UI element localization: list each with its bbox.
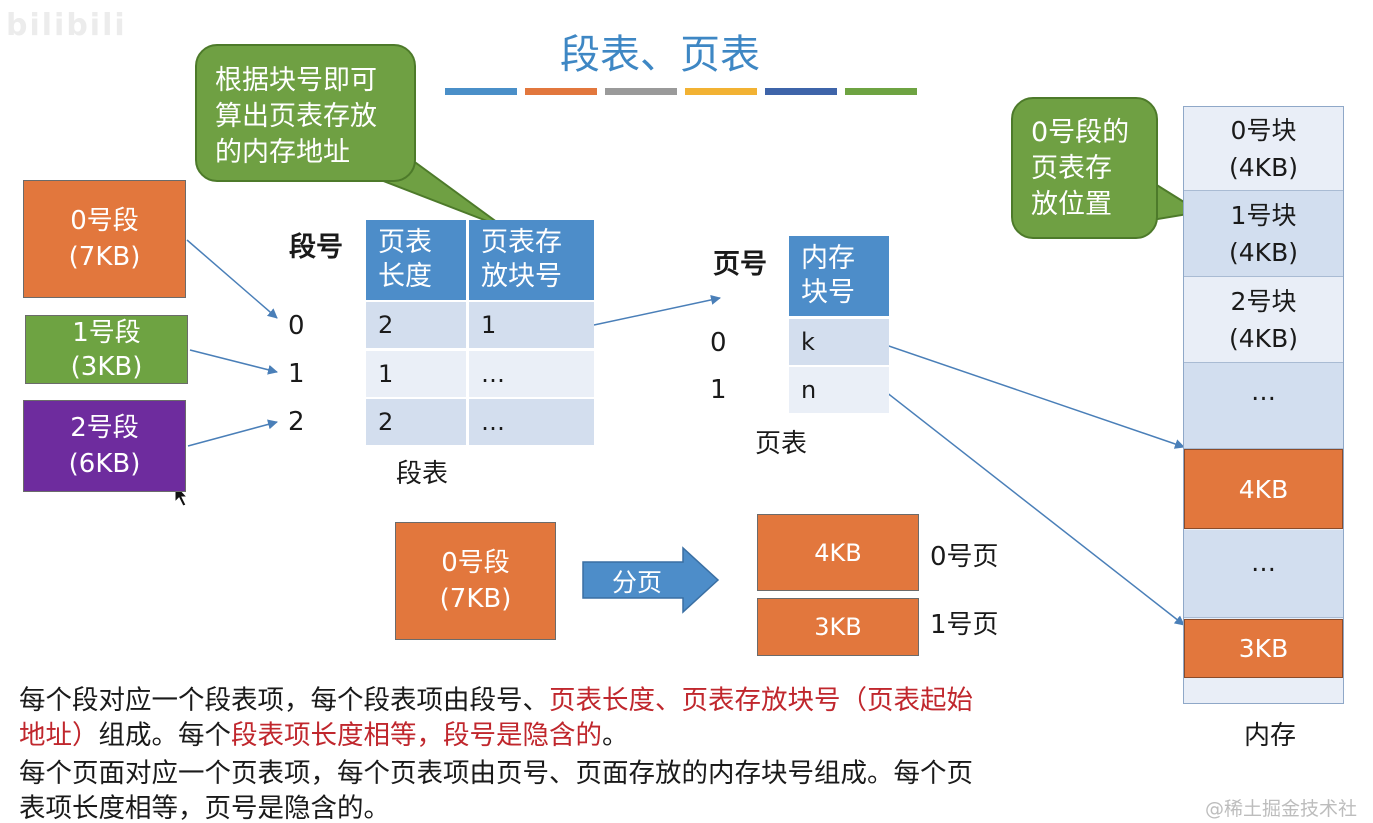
text-highlight: 地址） xyxy=(19,720,99,751)
header-line: 放块号 xyxy=(481,261,562,292)
title-bar-segment xyxy=(765,88,837,95)
memory-block-size: (4KB) xyxy=(1229,152,1298,182)
header-line: 页表 xyxy=(378,227,432,258)
callout-block-address: 根据块号即可 算出页表存放 的内存地址 xyxy=(195,44,416,182)
page-number-header: 页号 xyxy=(713,249,767,280)
page-index: 1 xyxy=(710,375,727,405)
segment-0-box: 0号段 (7KB) xyxy=(23,180,186,298)
arrow-page-n xyxy=(885,391,1185,626)
arrow-seg1 xyxy=(189,349,278,375)
juejin-watermark: @稀土掘金技术社区 xyxy=(1205,798,1358,820)
segment-index: 0 xyxy=(288,311,305,341)
segtable-cell-block: … xyxy=(469,351,594,397)
segtable-header-block: 页表存 放块号 xyxy=(469,220,594,300)
description-page: 每个页面对应一个页表项，每个页表项由页号、页面存放的内存块号组成。每个页 表项长… xyxy=(19,756,973,823)
callout-line: 算出页表存放 xyxy=(215,101,377,132)
title-bar-segment xyxy=(685,88,757,95)
pagetable-cell: n xyxy=(789,367,889,413)
memory-block-label: 1号块 xyxy=(1230,200,1297,230)
description-line: 每个段对应一个段表项，每个段表项由段号、页表长度、页表存放块号（页表起始 xyxy=(19,683,973,718)
segment-name: 0号段 xyxy=(441,548,510,578)
page-table-caption: 页表 xyxy=(755,429,808,459)
page-0-label: 0号页 xyxy=(930,542,999,572)
page-1-label: 1号页 xyxy=(930,610,999,640)
header-line: 长度 xyxy=(378,261,432,292)
paging-segment-box: 0号段 (7KB) xyxy=(395,522,556,640)
callout-line: 根据块号即可 xyxy=(215,65,377,96)
memory-block-label: … xyxy=(1251,548,1276,577)
description-line: 每个页面对应一个页表项，每个页表项由页号、页面存放的内存块号组成。每个页 xyxy=(19,758,973,789)
text-highlight: 页表长度、页表存放块号（页表起始 xyxy=(549,685,973,716)
callout-line: 页表存 xyxy=(1031,153,1112,184)
arrow-segtable-pagetable xyxy=(593,294,721,326)
segment-2-box: 2号段 (6KB) xyxy=(23,400,186,492)
memory-caption: 内存 xyxy=(1244,721,1297,751)
memory-block-ellipsis: … xyxy=(1184,363,1343,449)
pagetable-header-block: 内存 块号 xyxy=(789,236,889,316)
segment-table-caption: 段表 xyxy=(396,459,449,489)
memory-block-0: 0号块 (4KB) xyxy=(1184,107,1343,191)
memory-block-ellipsis: … xyxy=(1184,530,1343,618)
segment-size: (7KB) xyxy=(439,584,512,614)
segtable-cell-length: 2 xyxy=(366,399,466,445)
memory-block-size: (4KB) xyxy=(1229,237,1298,267)
bilibili-watermark: bilibili xyxy=(6,8,127,43)
title-bar-segment xyxy=(525,88,597,95)
title-bar-segment xyxy=(845,88,917,95)
page-index: 0 xyxy=(710,328,727,358)
arrow-page-k xyxy=(885,344,1185,449)
slide-title: 段表、页表 xyxy=(560,32,760,78)
callout-line: 放位置 xyxy=(1031,189,1112,220)
header-line: 块号 xyxy=(801,277,855,308)
title-bar-segment xyxy=(605,88,677,95)
memory-block-label: 4KB xyxy=(1238,474,1289,504)
text-highlight: 段表项长度相等，段号是隐含的 xyxy=(231,720,602,751)
memory-block-label: 3KB xyxy=(1238,634,1289,663)
segment-name: 1号段 xyxy=(72,317,141,348)
segment-1-box: 1号段 (3KB) xyxy=(25,315,188,384)
segment-size: (6KB) xyxy=(68,449,141,479)
memory-block-label: 0号块 xyxy=(1230,115,1297,145)
page-1-box: 3KB xyxy=(757,598,919,656)
page-0-box: 4KB xyxy=(757,514,919,591)
pagetable-cell: k xyxy=(789,319,889,365)
segment-index: 2 xyxy=(288,407,305,437)
arrow-seg2 xyxy=(187,419,278,447)
segtable-cell-block: 1 xyxy=(469,302,594,348)
memory-block-label: … xyxy=(1251,377,1276,406)
description-segment: 每个段对应一个段表项，每个段表项由段号、页表长度、页表存放块号（页表起始 地址）… xyxy=(19,683,973,753)
segtable-cell-length: 1 xyxy=(366,351,466,397)
segtable-cell-block: … xyxy=(469,399,594,445)
text-plain: 组成。每个 xyxy=(98,720,232,751)
header-line: 页表存 xyxy=(481,227,562,258)
memory-block-3kb: 3KB xyxy=(1184,619,1343,678)
callout-line: 0号段的 xyxy=(1031,117,1130,148)
description-line: 表项长度相等，页号是隐含的。 xyxy=(19,793,390,823)
segment-size: (7KB) xyxy=(68,242,141,272)
segment-index: 1 xyxy=(288,359,305,389)
memory-block-4kb: 4KB xyxy=(1184,449,1343,529)
segtable-cell-length: 2 xyxy=(366,302,466,348)
title-bar-segment xyxy=(445,88,517,95)
segment-name: 2号段 xyxy=(70,413,139,443)
memory-block-label: 2号块 xyxy=(1230,286,1297,316)
segtable-header-length: 页表 长度 xyxy=(366,220,466,300)
segment-number-header: 段号 xyxy=(289,232,343,263)
header-line: 内存 xyxy=(801,243,855,274)
paging-arrow-label: 分页 xyxy=(612,568,663,597)
memory-block-1: 1号块 (4KB) xyxy=(1184,191,1343,277)
paging-arrow-icon xyxy=(582,546,720,614)
segment-size: (3KB) xyxy=(70,351,143,382)
description-line: 地址）组成。每个段表项长度相等，段号是隐含的。 xyxy=(19,718,973,753)
arrow-seg0 xyxy=(186,239,278,319)
text-plain: 。 xyxy=(602,720,629,751)
text-plain: 每个段对应一个段表项，每个段表项由段号、 xyxy=(19,685,549,716)
callout-pagetable-location: 0号段的 页表存 放位置 xyxy=(1011,97,1158,239)
segment-name: 0号段 xyxy=(70,206,139,236)
memory-block-2: 2号块 (4KB) xyxy=(1184,277,1343,363)
memory-block-size: (4KB) xyxy=(1229,323,1298,353)
callout-line: 的内存地址 xyxy=(215,137,350,168)
